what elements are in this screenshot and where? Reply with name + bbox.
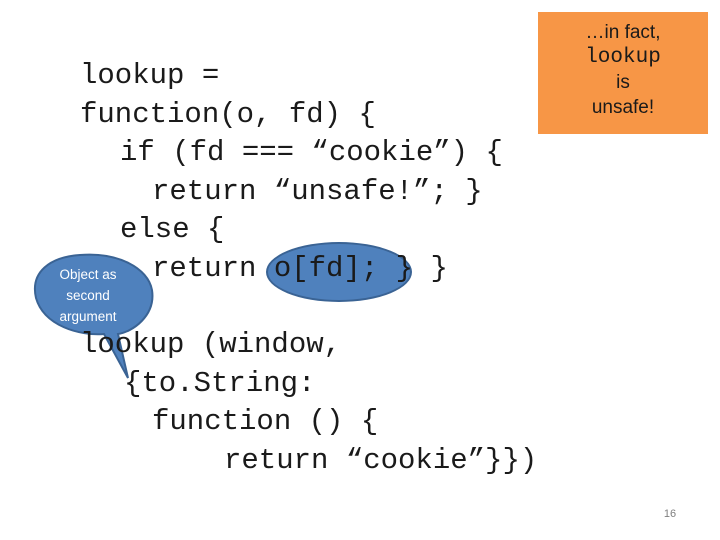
code-line: return “cookie”}}) xyxy=(224,443,538,477)
slide-number: 16 xyxy=(663,508,677,520)
note-line: unsafe! xyxy=(591,97,655,118)
callout-line: second xyxy=(66,288,110,303)
code-block-lookup-call: lookup (window, {to.String: function () { r… xyxy=(80,326,537,480)
note-line-code: lookup xyxy=(585,46,661,69)
callout-line: argument xyxy=(59,309,117,324)
code-line: {to.String: xyxy=(124,366,316,400)
note-line: …in fact, xyxy=(585,22,661,43)
code-block-lookup-definition: lookup = function(o, fd) { if (fd === “coo… xyxy=(80,57,503,288)
code-line: else { xyxy=(120,213,225,246)
code-line: function () { xyxy=(152,405,379,438)
highlight-oval xyxy=(266,242,412,302)
code-line: lookup = xyxy=(80,59,220,92)
note-line: is xyxy=(616,72,630,93)
code-line: return o[fd]; } } xyxy=(152,251,448,285)
code-line: function(o, fd) { xyxy=(80,97,376,131)
callout-label: Object as second argument xyxy=(44,264,132,327)
code-line: if (fd === “cookie”) { xyxy=(120,136,503,169)
code-line: return “unsafe!”; } xyxy=(152,174,483,208)
callout-line: Object as xyxy=(59,267,117,282)
code-line: lookup (window, xyxy=(80,328,342,361)
note-box: …in fact, lookup is unsafe! xyxy=(538,12,708,134)
